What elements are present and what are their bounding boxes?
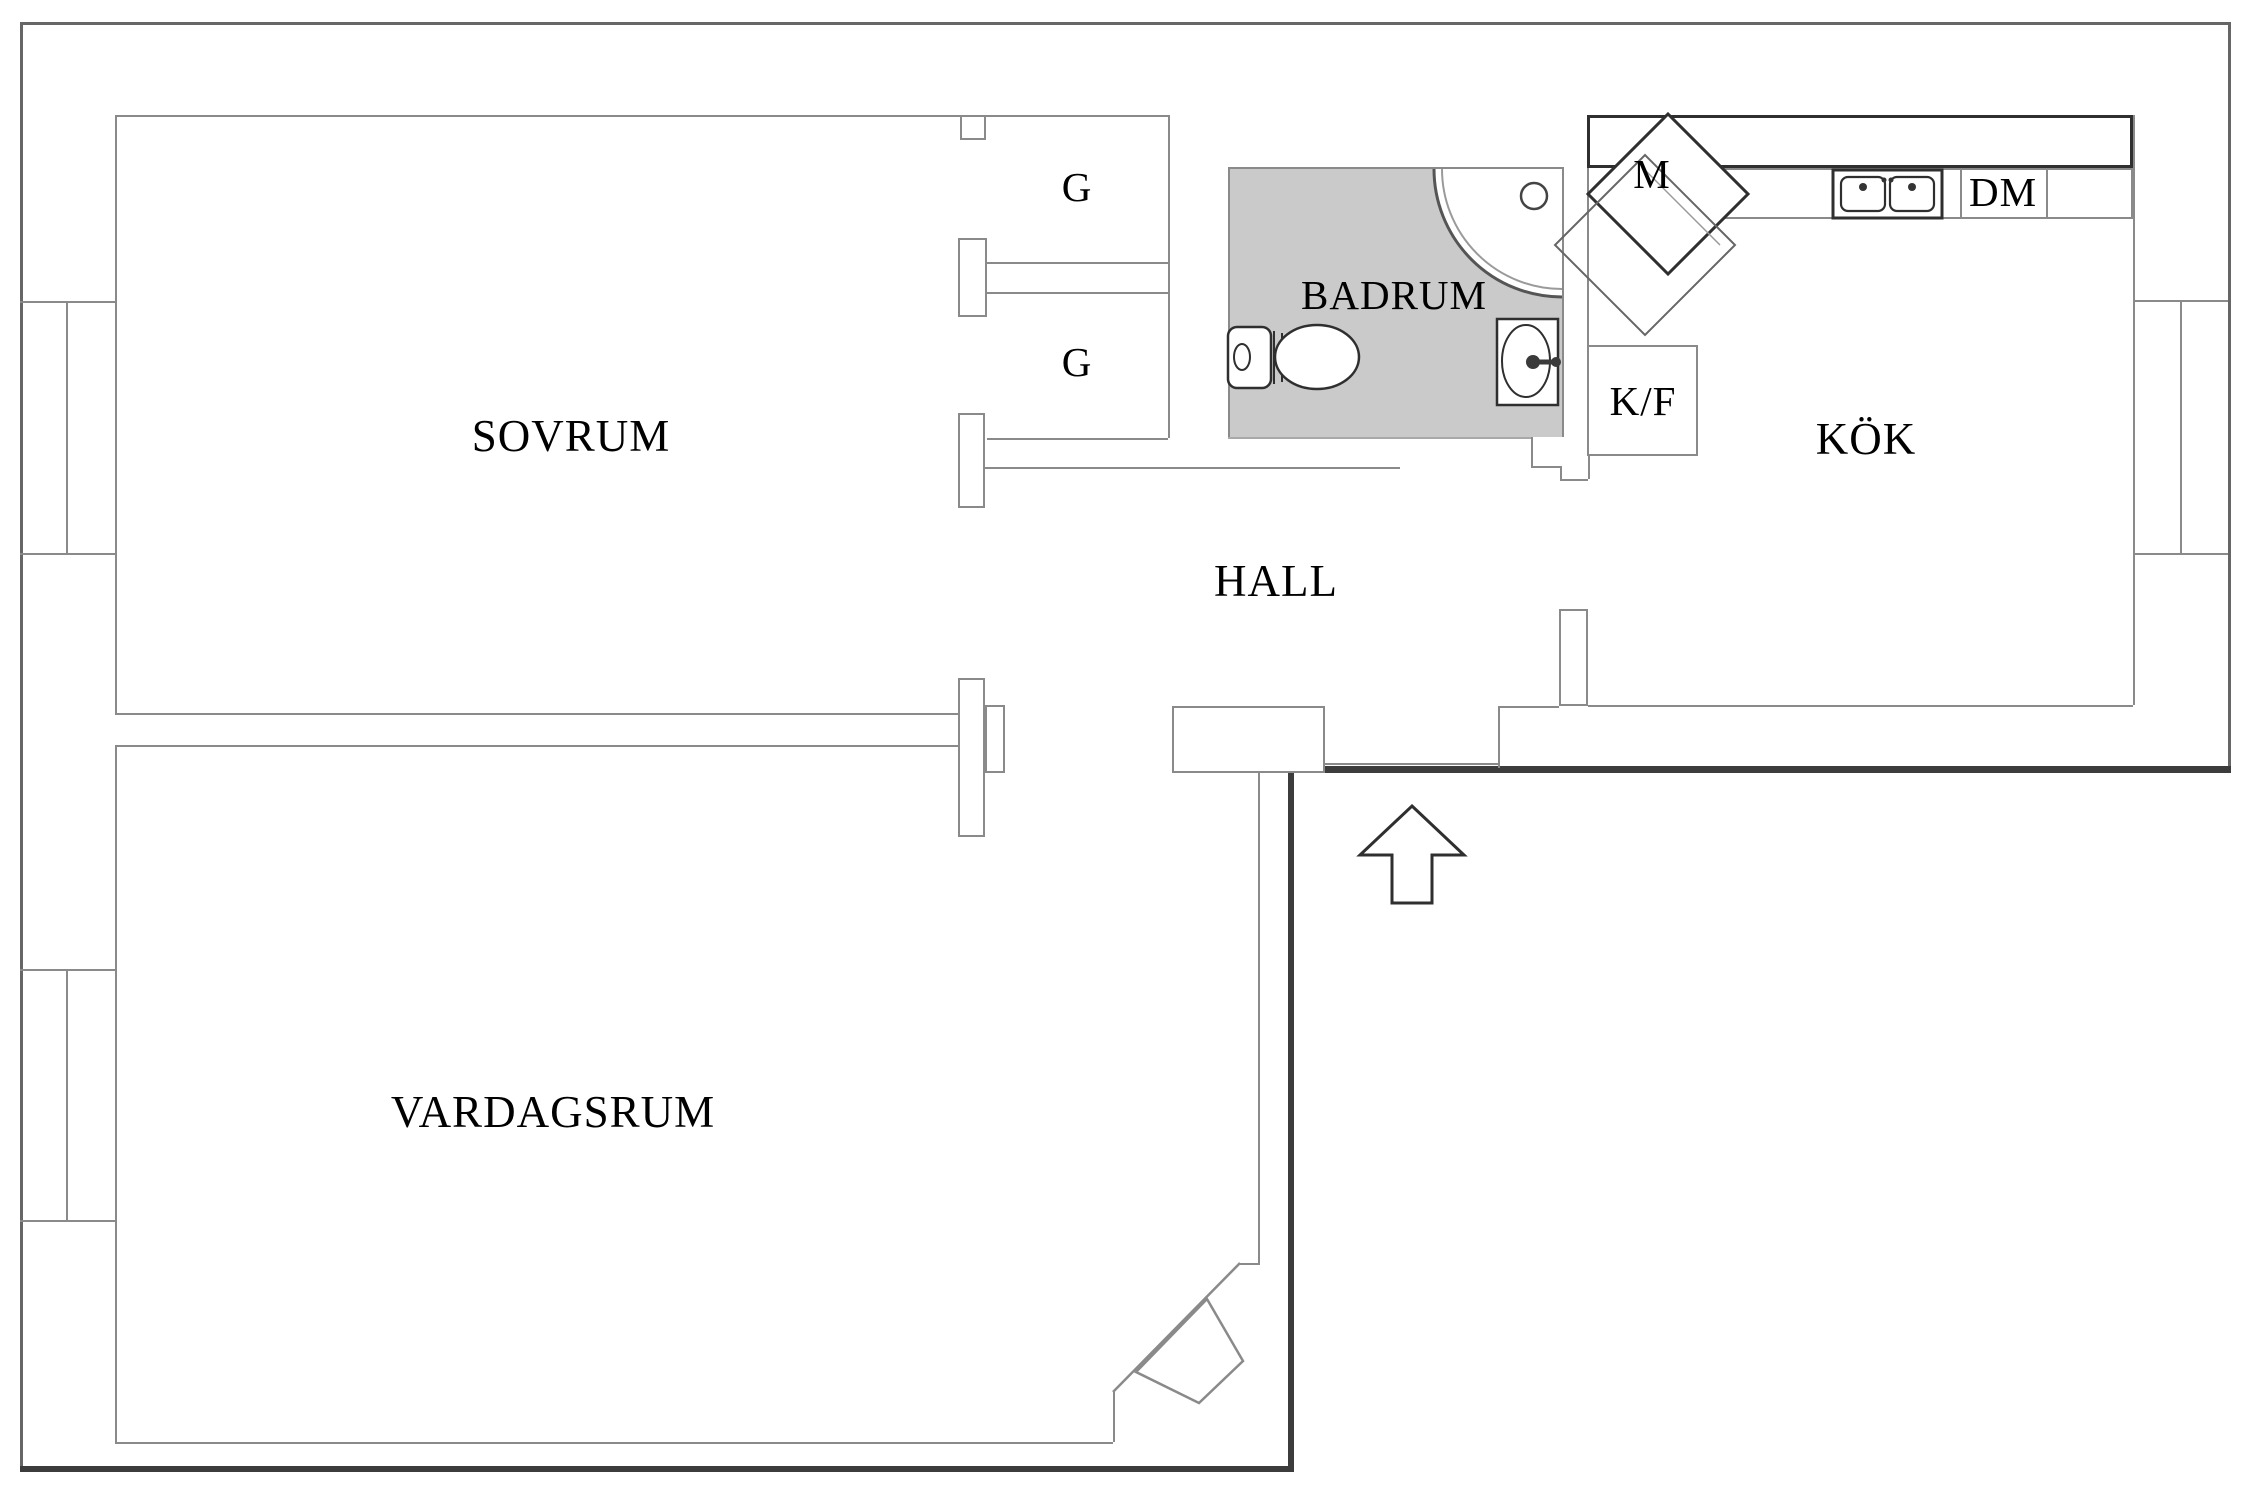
wall-pier-hall-west (958, 678, 985, 837)
vardagsrum-east-jog (1240, 1263, 1260, 1265)
sovrum-top-wall (115, 115, 1168, 117)
front-door-line (1324, 763, 1498, 765)
closet-label-g2: G (1061, 339, 1093, 385)
outer-wall-left (20, 22, 23, 1472)
vardagsrum-door-side-wall (1113, 1392, 1115, 1442)
closet-label-g1: G (1061, 164, 1093, 210)
appliance-label-fridge-freezer: K/F (1609, 378, 1677, 424)
vardagsrum-window-mullion (66, 969, 68, 1220)
vardagsrum-top-wall (115, 745, 958, 747)
kitchen-window-mullion (2180, 300, 2182, 553)
washbasin-fixture (1495, 317, 1561, 407)
boundary-wall-south-west (20, 1466, 1294, 1472)
hall-top-wall (985, 467, 1400, 469)
vardagsrum-east-wall (1258, 773, 1260, 1263)
kitchen-west-wall-step-v2 (1588, 455, 1590, 479)
fridge-freezer-box (1587, 345, 1698, 456)
wall-pier-closet-divider (958, 238, 987, 317)
closet-bottom-wall (987, 438, 1168, 440)
room-label-vardagsrum: VARDAGSRUM (390, 1087, 716, 1137)
sovrum-window-bottom-tick (20, 553, 115, 555)
wall-pier-hall-west-arm (985, 705, 1005, 773)
vardagsrum-window-bottom-tick (20, 1220, 115, 1222)
outer-wall-right (2228, 22, 2231, 769)
badrum-top-wall (1228, 167, 1562, 169)
wall-pier-kitchen-door (1559, 609, 1588, 706)
room-label-kok: KÖK (1815, 414, 1917, 464)
kitchen-south-wall (1588, 705, 2133, 707)
entrance-arrow-icon (1356, 803, 1468, 905)
wall-pier-top-notch (960, 115, 986, 140)
closet-right-wall (1168, 115, 1170, 438)
kitchen-window-bottom-tick (2133, 553, 2228, 555)
hall-niche-top (1498, 706, 1559, 708)
kitchen-cabinet-divider-2 (2046, 168, 2048, 219)
kitchen-west-wall-step-h (1560, 479, 1588, 481)
badrum-bottom-edge (1228, 437, 1531, 439)
room-label-sovrum: SOVRUM (471, 411, 671, 461)
badrum-right-wall (1562, 167, 1564, 437)
kitchen-sink-fixture (1831, 168, 1944, 220)
outer-wall-top (20, 22, 2231, 25)
kitchen-east-wall (2133, 115, 2135, 705)
sovrum-bottom-wall (115, 713, 958, 715)
kitchen-west-wall (1587, 115, 1589, 345)
room-label-hall: HALL (1214, 556, 1338, 606)
hall-niche-wall (1498, 706, 1500, 768)
wall-pier-mid (958, 413, 985, 508)
kitchen-west-wall-step-v (1560, 466, 1562, 479)
kitchen-cabinet-divider-1 (1960, 168, 1962, 219)
room-label-badrum: BADRUM (1301, 272, 1487, 318)
badrum-door-return-h (1531, 466, 1560, 468)
boundary-wall-entry-vertical (1288, 766, 1294, 1472)
wall-block-hall-south (1172, 706, 1325, 773)
closet-divider-top (987, 262, 1168, 264)
washing-machine-fixture (1553, 111, 1751, 337)
closet-divider-bottom (987, 292, 1168, 294)
vardagsrum-bottom-wall (115, 1442, 1113, 1444)
badrum-left-wall (1228, 167, 1230, 437)
toilet-fixture (1226, 323, 1361, 391)
balcony-door-swing (1112, 1262, 1245, 1405)
boundary-wall-south-east (1290, 766, 2231, 773)
sovrum-left-wall (115, 115, 117, 713)
appliance-label-washing-machine: M (1633, 151, 1671, 197)
sovrum-window-mullion (66, 301, 68, 553)
vardagsrum-left-wall (115, 745, 117, 1442)
shower-drain (1519, 181, 1549, 211)
shower-fixture (1432, 168, 1563, 299)
appliance-label-dishwasher: DM (1968, 169, 2038, 215)
badrum-door-return-v (1531, 437, 1533, 466)
